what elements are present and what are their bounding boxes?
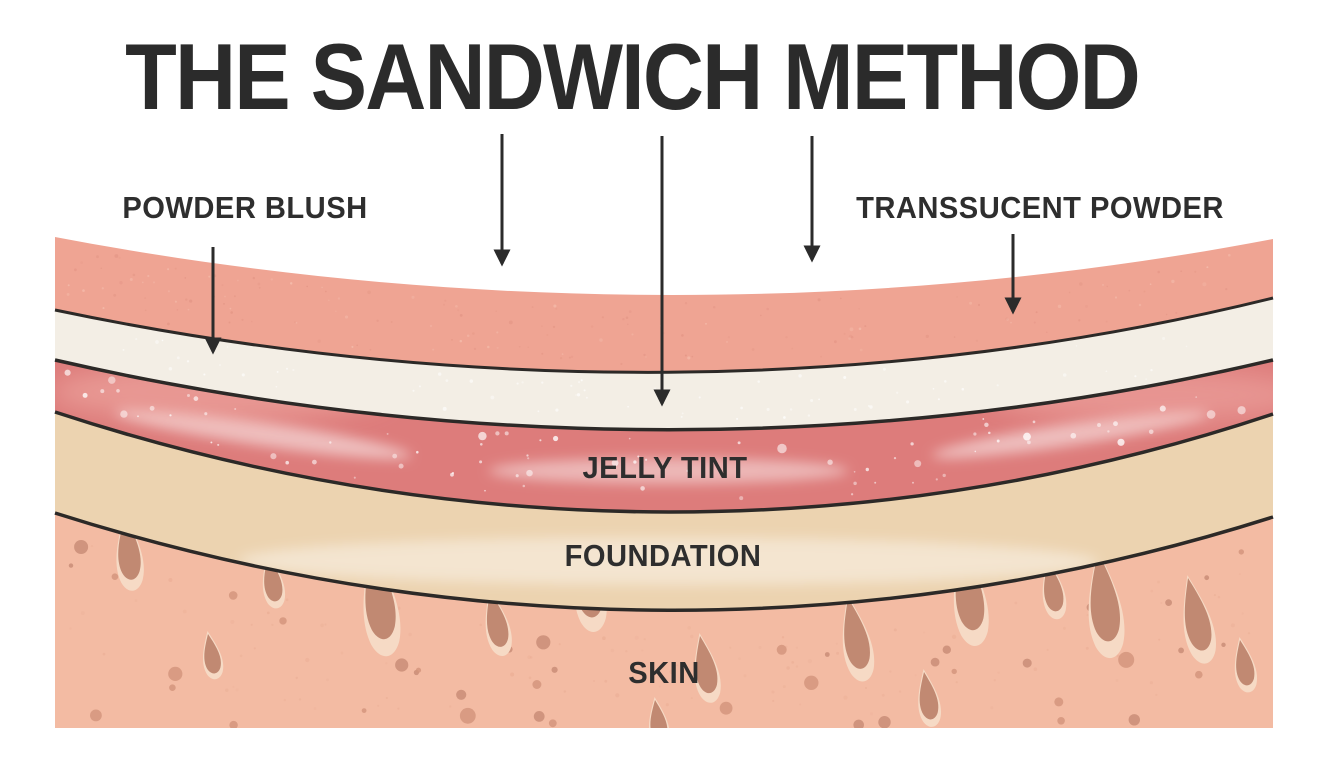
boundary-blush-powder (54, 296, 1274, 374)
translucent-powder-texture (122, 336, 1188, 420)
boundary-powder-jelly (54, 358, 1274, 432)
hair-follicle (694, 633, 721, 703)
hair-follicle (1183, 575, 1216, 664)
powder-blush-layer (55, 237, 1273, 373)
foundation-texture (238, 537, 1099, 586)
translucent-powder-label: TRANSSUCENT POWDER (856, 190, 1224, 225)
hair-follicle (202, 631, 224, 680)
hair-follicle (485, 589, 512, 656)
skin-layer (55, 513, 1273, 728)
hair-follicle (1088, 549, 1125, 659)
jelly-tint-label: JELLY TINT (582, 450, 748, 485)
powder-blush-texture (66, 253, 1231, 366)
hair-follicle (648, 697, 670, 728)
page-title: THE SANDWICH METHOD (125, 24, 1141, 129)
skin-label: SKIN (628, 655, 700, 690)
translucent-powder-layer (55, 298, 1273, 430)
jelly-tint-layer (55, 360, 1273, 513)
hair-follicle (1234, 637, 1258, 693)
powder-blush-label: POWDER BLUSH (122, 190, 368, 225)
hair-follicle (842, 595, 875, 682)
boundary-foundation-skin (54, 511, 1274, 612)
boundary-jelly-foundation (54, 410, 1274, 514)
foundation-label: FOUNDATION (564, 538, 762, 573)
hair-follicle (918, 669, 942, 727)
